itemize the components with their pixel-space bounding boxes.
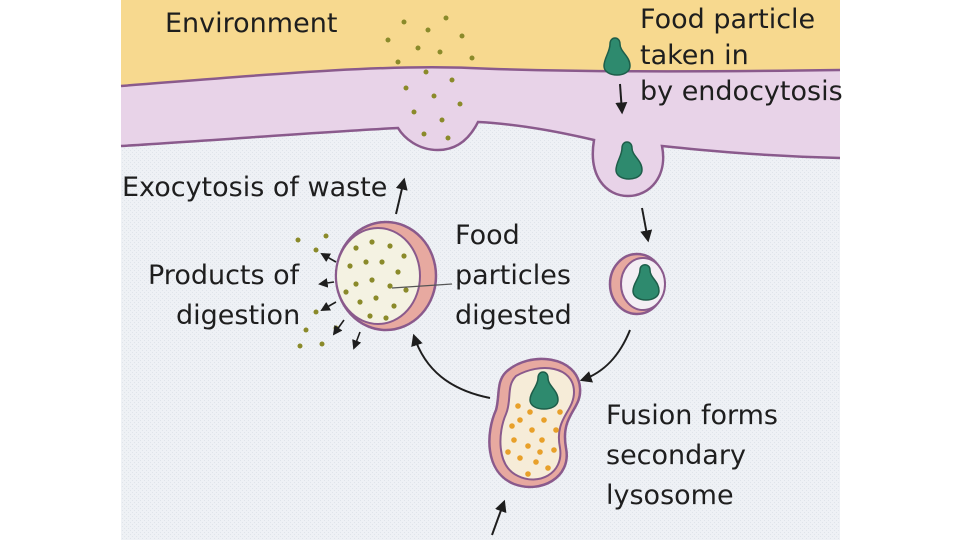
label-food-particle-2: taken in <box>640 40 749 71</box>
digestion-vacuole <box>334 220 438 332</box>
food-particle-outside <box>603 37 631 76</box>
label-exocytosis: Exocytosis of waste <box>122 172 387 203</box>
plasma-membrane <box>121 67 840 196</box>
arrow-to-vesicle <box>640 207 653 243</box>
label-food-digested-1: Food <box>455 220 520 251</box>
endocytic-vesicle <box>608 252 666 316</box>
food-particle-pit <box>615 141 643 180</box>
label-products-2: digestion <box>176 300 300 331</box>
label-fusion-2: secondary <box>606 440 746 471</box>
secondary-lysosome <box>488 357 582 489</box>
label-fusion-1: Fusion forms <box>606 400 778 431</box>
label-food-particle-1: Food particle <box>640 4 815 35</box>
leader-food-digested <box>391 283 453 289</box>
arrow-endocytosis <box>615 83 628 115</box>
label-environment: Environment <box>165 8 337 39</box>
membrane-outer-edge <box>120 65 841 88</box>
arrow-primary-lysosome <box>491 499 507 536</box>
label-food-digested-3: digested <box>455 300 572 331</box>
arrow-to-lysosome <box>579 329 631 383</box>
membrane-inner-edge <box>120 120 841 198</box>
diffusion-arrows <box>318 253 362 350</box>
label-food-particle-3: by endocytosis <box>640 76 843 107</box>
waste-particles <box>385 15 475 141</box>
arrow-exocytosis <box>395 177 408 215</box>
label-fusion-3: lysosome <box>606 480 734 511</box>
label-products-1: Products of <box>148 260 301 291</box>
label-food-digested-2: particles <box>455 260 571 291</box>
arrow-to-digestion <box>411 333 491 399</box>
environment-region <box>121 0 840 86</box>
